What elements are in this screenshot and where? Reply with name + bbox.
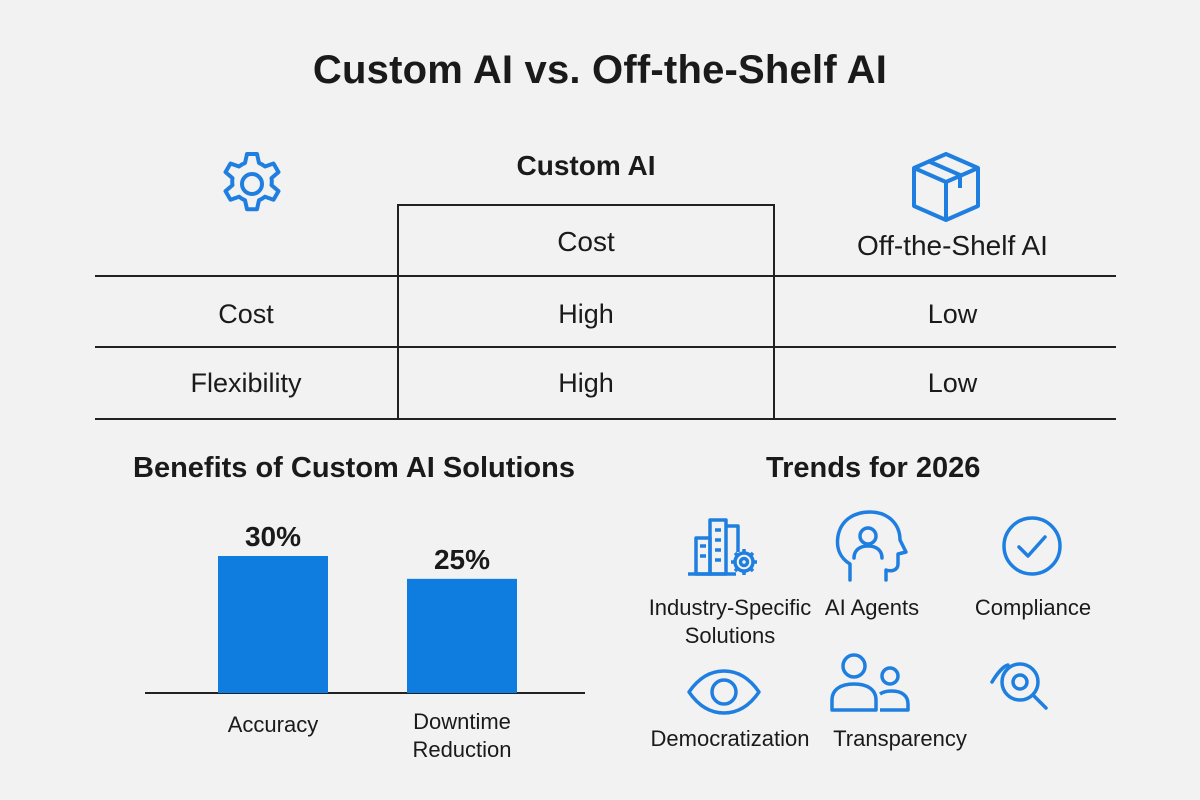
trends-title: Trends for 2026 <box>766 452 981 484</box>
checkmark-circle-icon <box>1000 514 1064 578</box>
trend-label-industry-specific: Industry-Specific Solutions <box>648 595 812 648</box>
gear-icon <box>216 148 288 220</box>
data-label-accuracy: 30% <box>245 521 301 552</box>
table-frame-right <box>773 204 775 420</box>
cell-offshelf-cost: Low <box>927 299 978 329</box>
trend-label-ai-agents: AI Agents <box>824 595 920 620</box>
bar-downtime-reduction <box>407 578 517 693</box>
benefits-title: Benefits of Custom AI Solutions <box>133 452 575 484</box>
table-rule-header <box>95 275 1116 277</box>
cell-custom-flexibility: High <box>558 368 614 398</box>
row-label-flexibility: Flexibility <box>190 368 302 398</box>
table-rule-bottom <box>95 418 1116 420</box>
ai-agent-head-icon <box>832 508 910 584</box>
people-icon <box>830 652 912 714</box>
eye-icon <box>686 668 762 716</box>
page-title: Custom AI vs. Off-the-Shelf AI <box>312 48 888 92</box>
category-label-accuracy: Accuracy <box>228 712 318 737</box>
row-label-cost: Cost <box>218 299 274 329</box>
data-label-downtime-reduction: 25% <box>434 544 490 575</box>
bar-accuracy <box>218 556 328 693</box>
industry-building-gear-icon <box>686 512 762 578</box>
trend-label-compliance: Compliance <box>974 595 1092 620</box>
column-subheader-cost: Cost <box>557 226 615 257</box>
column-header-off-the-shelf-ai: Off-the-Shelf AI <box>857 230 1048 261</box>
box-icon <box>906 150 986 224</box>
table-frame-left <box>397 204 399 420</box>
cell-offshelf-flexibility: Low <box>927 368 978 398</box>
table-rule-row <box>95 346 1116 348</box>
trend-label-democratization: Democratization <box>650 726 810 751</box>
trend-label-transparency: Transparency <box>833 726 967 751</box>
table-frame-top <box>397 204 775 206</box>
column-header-custom-ai: Custom AI <box>516 150 656 181</box>
cell-custom-cost: High <box>558 299 614 329</box>
category-label-downtime-reduction: Downtime <box>413 709 511 734</box>
magnifier-eye-icon <box>986 654 1062 714</box>
category-label-downtime-reduction: Reduction <box>412 737 511 762</box>
